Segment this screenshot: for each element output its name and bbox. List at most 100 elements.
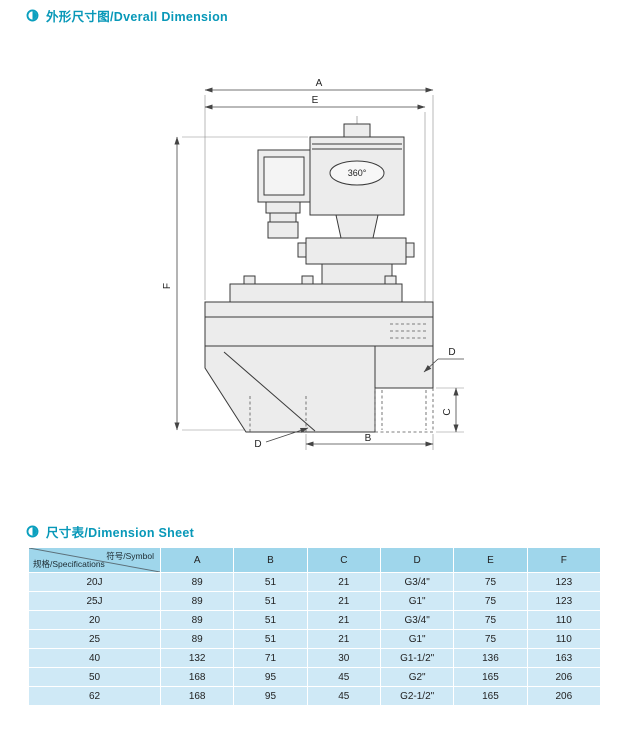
dim-cell: 123 [526, 591, 602, 611]
outlet-port [374, 345, 434, 389]
overall-dimension-header: 外形尺寸图/Dverall Dimension [26, 6, 228, 25]
table-row: 50 168 95 45 G2" 165 206 [28, 667, 602, 687]
dim-cell: 89 [159, 629, 235, 649]
body-band [204, 316, 434, 347]
dim-cell: 21 [306, 572, 381, 592]
dim-cell: 30 [306, 648, 381, 668]
dim-cell: 21 [306, 629, 381, 649]
dim-label-d-outlet: D [448, 347, 455, 358]
dim-cell: 168 [159, 686, 235, 706]
table-row: 62 168 95 45 G2-1/2" 165 206 [28, 686, 602, 706]
dim-cell: 136 [453, 648, 528, 668]
corner-symbol-label: 符号/Symbol [106, 551, 154, 561]
spec-cell: 20J [28, 572, 161, 592]
dim-cell: 51 [233, 629, 308, 649]
dim-label-c: C [442, 408, 453, 415]
valve-technical-drawing: A E F D C B D 360° [162, 78, 464, 450]
dim-cell: 45 [306, 667, 381, 687]
dim-cell: 71 [233, 648, 308, 668]
dim-cell: G2" [379, 667, 455, 687]
dim-cell: 165 [453, 667, 528, 687]
table-header-row: 符号/Symbol 规格/Specifications A B C D E F [28, 547, 602, 573]
dim-cell: 132 [159, 648, 235, 668]
body-flange [204, 301, 434, 318]
dimension-sheet-header: 尺寸表/Dimension Sheet [26, 522, 194, 541]
column-header-a: A [159, 547, 235, 573]
corner-diagonal-line [29, 548, 160, 572]
dim-cell: 110 [526, 610, 602, 630]
dim-cell: 51 [233, 591, 308, 611]
dimension-sheet-title: 尺寸表/Dimension Sheet [46, 526, 195, 540]
spec-cell: 50 [28, 667, 161, 687]
hidden-detail-lines [249, 323, 434, 433]
spec-cell: 25J [28, 591, 161, 611]
dimension-table: 符号/Symbol 规格/Specifications A B C D E F … [28, 547, 602, 706]
dim-cell: 206 [526, 686, 602, 706]
section-bullet-icon [26, 9, 39, 22]
valve-body-parts [204, 123, 434, 433]
spec-cell: 40 [28, 648, 161, 668]
spec-cell: 20 [28, 610, 161, 630]
dim-cell: G2-1/2" [379, 686, 455, 706]
dim-cell: 168 [159, 667, 235, 687]
dim-cell: 89 [159, 572, 235, 592]
dim-cell: 21 [306, 591, 381, 611]
spec-cell: 25 [28, 629, 161, 649]
corner-spec-label: 规格/Specifications [33, 559, 105, 569]
dim-label-b: B [365, 433, 372, 444]
armature-tube [305, 237, 407, 265]
table-row: 25J 89 51 21 G1" 75 123 [28, 591, 602, 611]
dim-cell: G3/4" [379, 572, 455, 592]
dimension-lines [174, 87, 464, 447]
cable-gland [265, 201, 301, 214]
dim-cell: 75 [453, 610, 528, 630]
lower-body [204, 345, 376, 433]
dim-cell: 21 [306, 610, 381, 630]
body-diagonal [223, 351, 316, 432]
dim-cell: 45 [306, 686, 381, 706]
table-row: 25 89 51 21 G1" 75 110 [28, 629, 602, 649]
dim-cell: 75 [453, 591, 528, 611]
dim-cell: 163 [526, 648, 602, 668]
dim-cell: G1" [379, 629, 455, 649]
dim-cell: 206 [526, 667, 602, 687]
dim-cell: 89 [159, 610, 235, 630]
dim-cell: 75 [453, 572, 528, 592]
table-row: 20J 89 51 21 G3/4" 75 123 [28, 572, 602, 592]
column-header-d: D [379, 547, 455, 573]
table-row: 40 132 71 30 G1-1/2" 136 163 [28, 648, 602, 668]
column-header-c: C [306, 547, 381, 573]
dim-label-d-inlet: D [254, 439, 261, 450]
dim-label-a: A [316, 78, 323, 89]
table-corner-cell: 符号/Symbol 规格/Specifications [28, 547, 161, 573]
dim-cell: G3/4" [379, 610, 455, 630]
dimension-labels: A E F D C B D 360° [162, 78, 456, 450]
dim-cell: 75 [453, 629, 528, 649]
bolt [301, 275, 314, 285]
bolt [384, 275, 397, 285]
dim-cell: 95 [233, 667, 308, 687]
spec-cell: 62 [28, 686, 161, 706]
rotation-ellipse [329, 160, 385, 186]
column-header-e: E [453, 547, 528, 573]
dim-cell: 123 [526, 572, 602, 592]
coil-cap [343, 123, 371, 138]
dim-cell: 51 [233, 610, 308, 630]
coil-nut [335, 214, 379, 239]
rotation-label: 360° [348, 168, 367, 178]
dim-label-f: F [162, 283, 173, 289]
dim-cell: 51 [233, 572, 308, 592]
dim-cell: 165 [453, 686, 528, 706]
cover-plate [229, 283, 403, 303]
column-header-b: B [233, 547, 308, 573]
section-bullet-icon [26, 525, 39, 538]
table-row: 20 89 51 21 G3/4" 75 110 [28, 610, 602, 630]
dim-cell: 110 [526, 629, 602, 649]
dim-label-e: E [312, 95, 319, 106]
bolt [243, 275, 256, 285]
dim-cell: G1-1/2" [379, 648, 455, 668]
dim-cell: 89 [159, 591, 235, 611]
dim-cell: 95 [233, 686, 308, 706]
dim-cell: G1" [379, 591, 455, 611]
dimension-table-body: 20J 89 51 21 G3/4" 75 123 25J 89 51 21 G… [28, 572, 602, 706]
